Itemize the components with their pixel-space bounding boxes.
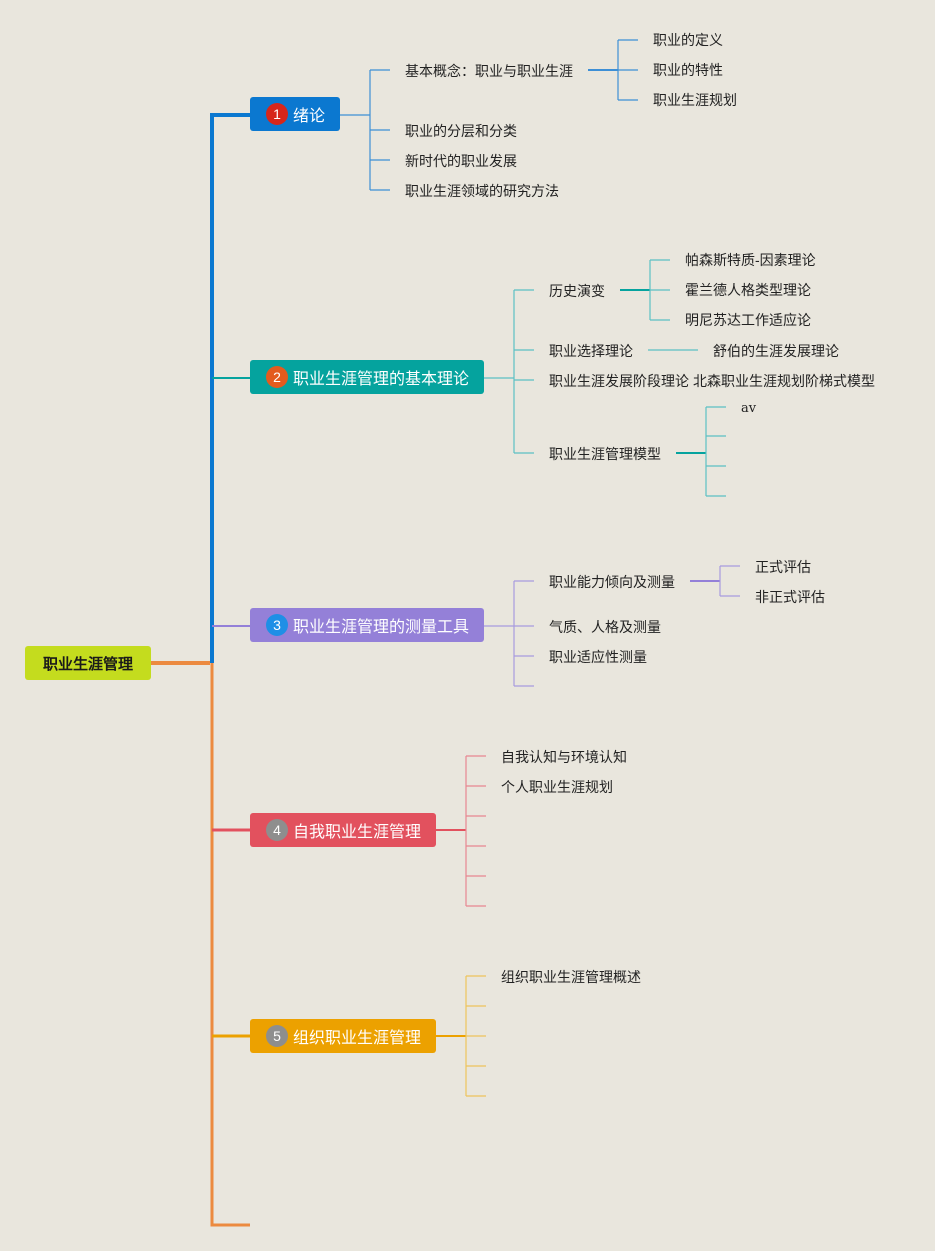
number-badge-4: 4: [266, 819, 288, 841]
number-badge-1: 1: [266, 103, 288, 125]
branch-2-connectors: [484, 259, 726, 497]
leaf-new-era-development[interactable]: 新时代的职业发展: [405, 153, 517, 169]
leaf-adaptability[interactable]: 职业适应性测量: [549, 649, 647, 665]
leaf-career-planning[interactable]: 职业生涯规划: [653, 92, 737, 108]
branch-1-connectors: [340, 39, 638, 191]
leaf-career-features[interactable]: 职业的特性: [653, 62, 723, 78]
leaf-av[interactable]: av: [741, 401, 757, 416]
leaf-aptitude[interactable]: 职业能力倾向及测量: [549, 574, 675, 590]
leaf-super[interactable]: 舒伯的生涯发展理论: [713, 343, 839, 359]
trunk-upper: [210, 113, 250, 663]
leaf-research-methods[interactable]: 职业生涯领域的研究方法: [405, 183, 559, 199]
branch-label-2: 职业生涯管理的基本理论: [293, 371, 470, 388]
branch-node-5[interactable]: 5 组织职业生涯管理: [250, 1019, 436, 1053]
leaf-holland[interactable]: 霍兰德人格类型理论: [685, 282, 811, 298]
trunk-lower: [210, 663, 250, 1227]
leaf-management-model[interactable]: 职业生涯管理模型: [549, 446, 661, 462]
leaf-temperament[interactable]: 气质、人格及测量: [549, 619, 661, 635]
number-badge-3: 3: [266, 614, 288, 636]
branch-node-3[interactable]: 3 职业生涯管理的测量工具: [250, 608, 484, 642]
branch-4-connectors: [436, 755, 486, 907]
leaf-personal-planning[interactable]: 个人职业生涯规划: [501, 779, 613, 795]
leaf-basic-concepts[interactable]: 基本概念：职业与职业生涯: [405, 63, 573, 79]
leaf-development-stages[interactable]: 职业生涯发展阶段理论: [549, 373, 689, 389]
branch-label-1: 绪论: [293, 108, 326, 125]
leaf-parsons[interactable]: 帕森斯特质-因素理论: [685, 252, 816, 268]
leaf-minnesota[interactable]: 明尼苏达工作适应论: [685, 312, 811, 328]
root-node[interactable]: 职业生涯管理: [25, 646, 151, 680]
leaf-org-overview[interactable]: 组织职业生涯管理概述: [501, 969, 641, 985]
leaf-career-choice[interactable]: 职业选择理论: [549, 343, 633, 359]
leaf-career-definition[interactable]: 职业的定义: [653, 32, 723, 48]
leaf-formal-assessment[interactable]: 正式评估: [755, 559, 811, 575]
leaf-career-layers[interactable]: 职业的分层和分类: [405, 123, 517, 139]
branch-node-4[interactable]: 4 自我职业生涯管理: [250, 813, 436, 847]
branch-3-connectors: [484, 565, 740, 687]
branch-node-2[interactable]: 2 职业生涯管理的基本理论: [250, 360, 484, 394]
leaf-informal-assessment[interactable]: 非正式评估: [755, 589, 825, 605]
branch-label-3: 职业生涯管理的测量工具: [293, 619, 470, 636]
branch-5-connectors: [436, 975, 486, 1097]
leaf-self-awareness[interactable]: 自我认知与环境认知: [501, 749, 627, 765]
leaf-history[interactable]: 历史演变: [549, 283, 605, 299]
branch-node-1[interactable]: 1 绪论: [250, 97, 340, 131]
branch-label-5: 组织职业生涯管理: [293, 1030, 422, 1047]
branch-label-4: 自我职业生涯管理: [293, 824, 422, 841]
number-badge-5: 5: [266, 1025, 288, 1047]
leaf-beisen-model[interactable]: 北森职业生涯规划阶梯式模型: [693, 373, 875, 389]
number-badge-2: 2: [266, 366, 288, 388]
